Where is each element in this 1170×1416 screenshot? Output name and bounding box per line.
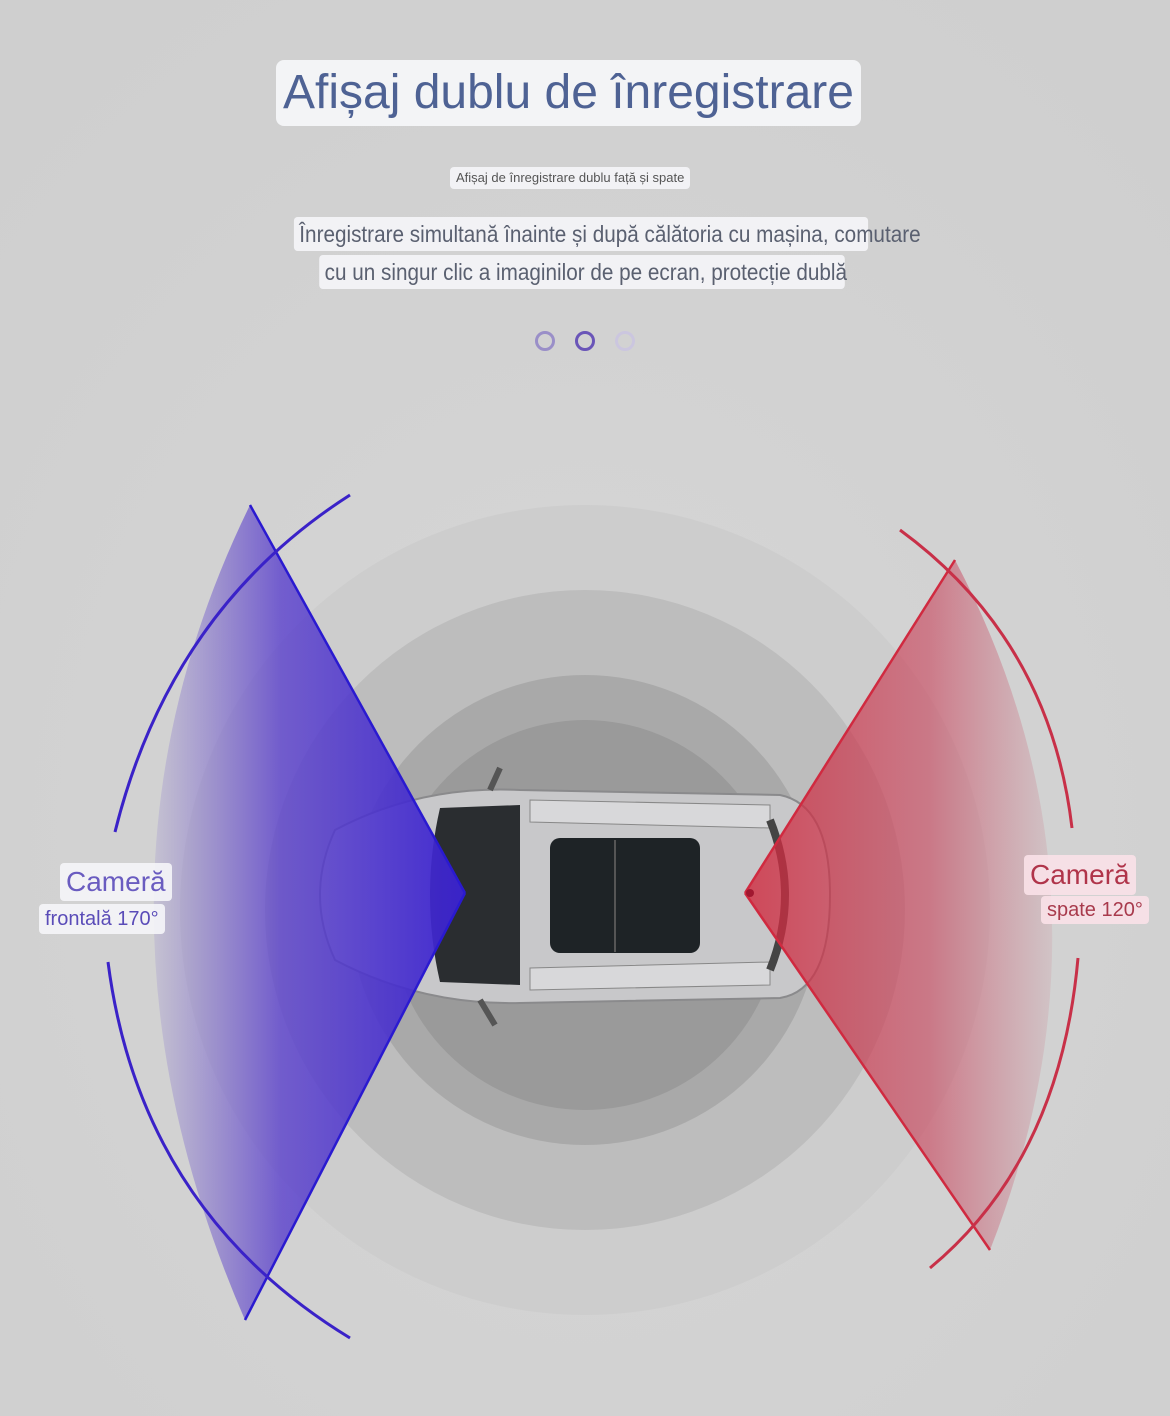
carousel-indicators [535,331,635,351]
carousel-dot-1[interactable] [535,331,555,351]
front-camera-label: Cameră [60,863,172,901]
description-line-1: Înregistrare simultană înainte și după c… [293,217,921,251]
car-top-view [319,766,832,1027]
carousel-dot-3[interactable] [615,331,635,351]
rear-camera-angle: spate 120° [1041,896,1149,924]
rear-camera-field-of-view [743,528,1080,1270]
description-line-2: cu un singur clic a imaginilor de pe ecr… [319,255,847,289]
rear-camera-label: Cameră [1024,855,1136,895]
carousel-dot-2-active[interactable] [575,331,595,351]
subtitle: Afișaj de înregistrare dublu față și spa… [450,167,691,189]
front-camera-field-of-view [106,493,467,1340]
page-title: Afișaj dublu de înregistrare [276,60,861,126]
front-camera-angle: frontală 170° [39,904,165,934]
